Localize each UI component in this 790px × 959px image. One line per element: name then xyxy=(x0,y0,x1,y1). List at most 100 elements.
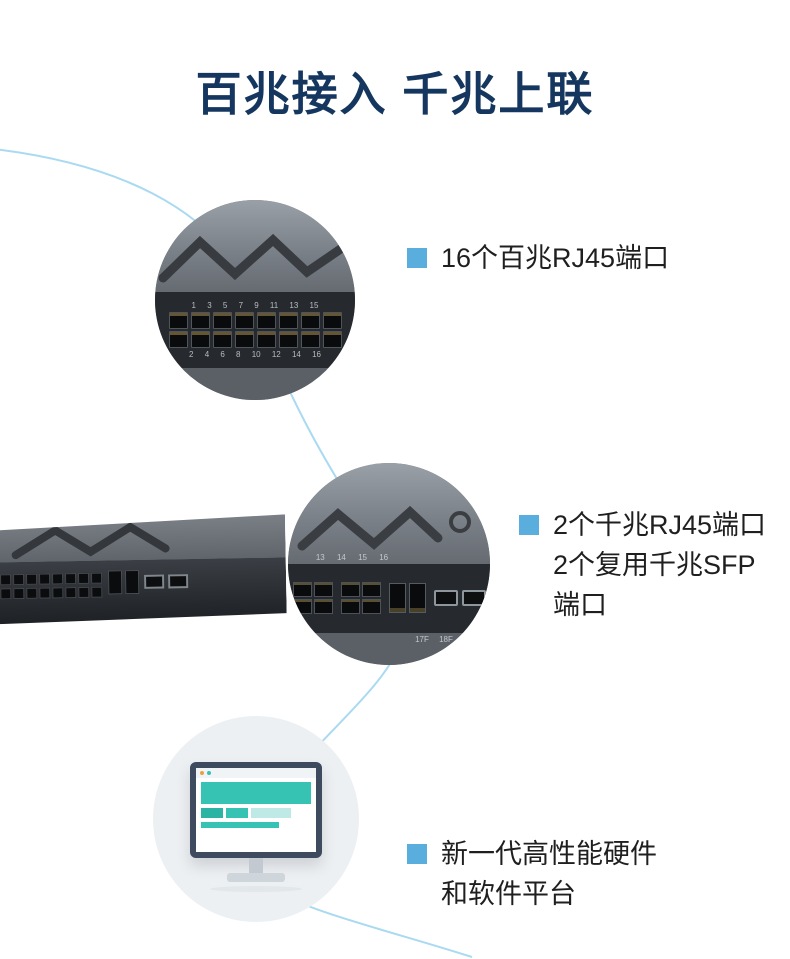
feature-text-line: 2个千兆RJ45端口 xyxy=(553,510,767,540)
photo-ge-sfp-closeup: 13 14 15 16 17F 18F xyxy=(288,463,490,665)
monitor-shadow xyxy=(210,886,302,892)
switch-top-face xyxy=(288,463,490,564)
rj45-port xyxy=(340,582,360,598)
rj45-port xyxy=(0,588,11,599)
rj45-port xyxy=(361,582,381,598)
screen-tile-row xyxy=(201,808,311,818)
rj45-port xyxy=(300,312,320,329)
page-title: 百兆接入 千兆上联 xyxy=(195,67,595,120)
port-numbers-top: 13 14 15 16 xyxy=(315,552,389,562)
switch-port-row xyxy=(0,587,102,600)
rj45-port xyxy=(52,587,63,598)
screen-tile xyxy=(251,808,291,818)
rj45-port xyxy=(13,588,24,599)
rj45-port xyxy=(168,312,188,329)
rj45-port xyxy=(212,331,232,348)
monitor-stand-neck xyxy=(249,858,263,873)
switch-logo-wave-icon xyxy=(158,233,350,283)
fe-port-row xyxy=(155,312,355,329)
monitor-screen xyxy=(196,768,316,852)
sfp-port-labels: 17F 18F xyxy=(415,634,453,644)
rj45-port xyxy=(91,573,102,584)
browser-bar xyxy=(196,768,316,778)
feature-text-line: 16个百兆RJ45端口 xyxy=(441,243,670,273)
rj45-port xyxy=(322,331,342,348)
rj45-port xyxy=(168,331,188,348)
photo-software-platform xyxy=(153,716,359,922)
screen-banner-block xyxy=(201,782,311,804)
rj45-port xyxy=(278,331,298,348)
switch-top-face xyxy=(155,200,355,292)
window-dot-icon xyxy=(207,771,211,775)
feature-text-line: 端口 xyxy=(553,590,607,620)
switch-front-panel xyxy=(0,557,287,624)
feature-text-line: 新一代高性能硬件 xyxy=(441,839,657,869)
gigabit-rj45-ports xyxy=(388,583,426,614)
switch-product-photo xyxy=(0,514,287,631)
monitor-illustration xyxy=(190,762,322,892)
rj45-port xyxy=(65,587,76,598)
screen-tile xyxy=(226,808,248,818)
rj45-port xyxy=(91,587,102,598)
rj45-port xyxy=(256,331,276,348)
switch-fe-port-block xyxy=(0,573,102,600)
rj45-port xyxy=(340,599,360,615)
rj45-port xyxy=(300,331,320,348)
switch-gigabit-ports xyxy=(108,570,139,595)
rj45-port xyxy=(388,583,406,614)
rj45-port xyxy=(168,574,188,588)
bullet-square-icon xyxy=(519,515,539,535)
rj45-port xyxy=(190,312,210,329)
fe-port-row xyxy=(155,331,355,348)
rj45-port xyxy=(26,574,37,585)
rj45-port xyxy=(433,590,458,607)
feature-hardware-platform: 新一代高性能硬件 和软件平台 xyxy=(407,834,657,914)
rj45-port xyxy=(234,312,254,329)
port-numbers-top: 1 3 5 7 9 11 13 15 xyxy=(191,301,319,310)
window-dot-icon xyxy=(200,771,204,775)
rj45-port xyxy=(125,570,139,594)
monitor-stand-base xyxy=(227,873,285,882)
bullet-square-icon xyxy=(407,844,427,864)
switch-sfp-slots xyxy=(144,574,188,589)
bullet-square-icon xyxy=(407,248,427,268)
feature-text: 新一代高性能硬件 和软件平台 xyxy=(441,834,657,914)
rj45-port xyxy=(39,574,50,585)
switch-panel-lower xyxy=(288,632,490,665)
feature-ge-sfp-ports: 2个千兆RJ45端口 2个复用千兆SFP 端口 xyxy=(519,505,766,625)
feature-text: 16个百兆RJ45端口 xyxy=(441,238,669,278)
port-numbers-bottom: 2 4 6 8 10 12 14 16 xyxy=(189,350,321,359)
rj45-port xyxy=(234,331,254,348)
photo-fe-ports-closeup: 1 3 5 7 9 11 13 15 2 4 6 8 10 12 14 16 xyxy=(155,200,355,400)
screen-text-line xyxy=(201,822,279,828)
rj45-port xyxy=(78,573,89,584)
rj45-port xyxy=(26,588,37,599)
rj45-port xyxy=(78,587,89,598)
rj45-port xyxy=(39,587,50,598)
rj45-port xyxy=(256,312,276,329)
switch-logo-wave-icon xyxy=(297,505,471,551)
rj45-port xyxy=(190,331,210,348)
switch-panel-lower xyxy=(155,368,355,400)
feature-text: 2个千兆RJ45端口 2个复用千兆SFP 端口 xyxy=(553,505,766,625)
switch-top-face xyxy=(0,514,286,563)
rj45-port xyxy=(52,573,63,584)
switch-port-row xyxy=(0,573,102,586)
fe-port-group xyxy=(292,582,333,615)
rj45-port xyxy=(313,599,333,615)
rj45-port xyxy=(313,582,333,598)
ge-port-strip xyxy=(288,564,490,633)
rj45-port xyxy=(292,599,312,615)
feature-text-line: 和软件平台 xyxy=(441,879,576,909)
rj45-port xyxy=(361,599,381,615)
screen-tile xyxy=(201,808,223,818)
feature-fe-ports: 16个百兆RJ45端口 xyxy=(407,238,669,278)
feature-text-line: 2个复用千兆SFP xyxy=(553,550,756,580)
rj45-port xyxy=(108,570,122,594)
switch-logo-wave-icon xyxy=(0,515,266,564)
fe-port-strip: 1 3 5 7 9 11 13 15 2 4 6 8 10 12 14 16 xyxy=(155,292,355,368)
rj45-port xyxy=(212,312,232,329)
rj45-port xyxy=(65,573,76,584)
rj45-port xyxy=(278,312,298,329)
sfp-slots xyxy=(433,590,486,607)
